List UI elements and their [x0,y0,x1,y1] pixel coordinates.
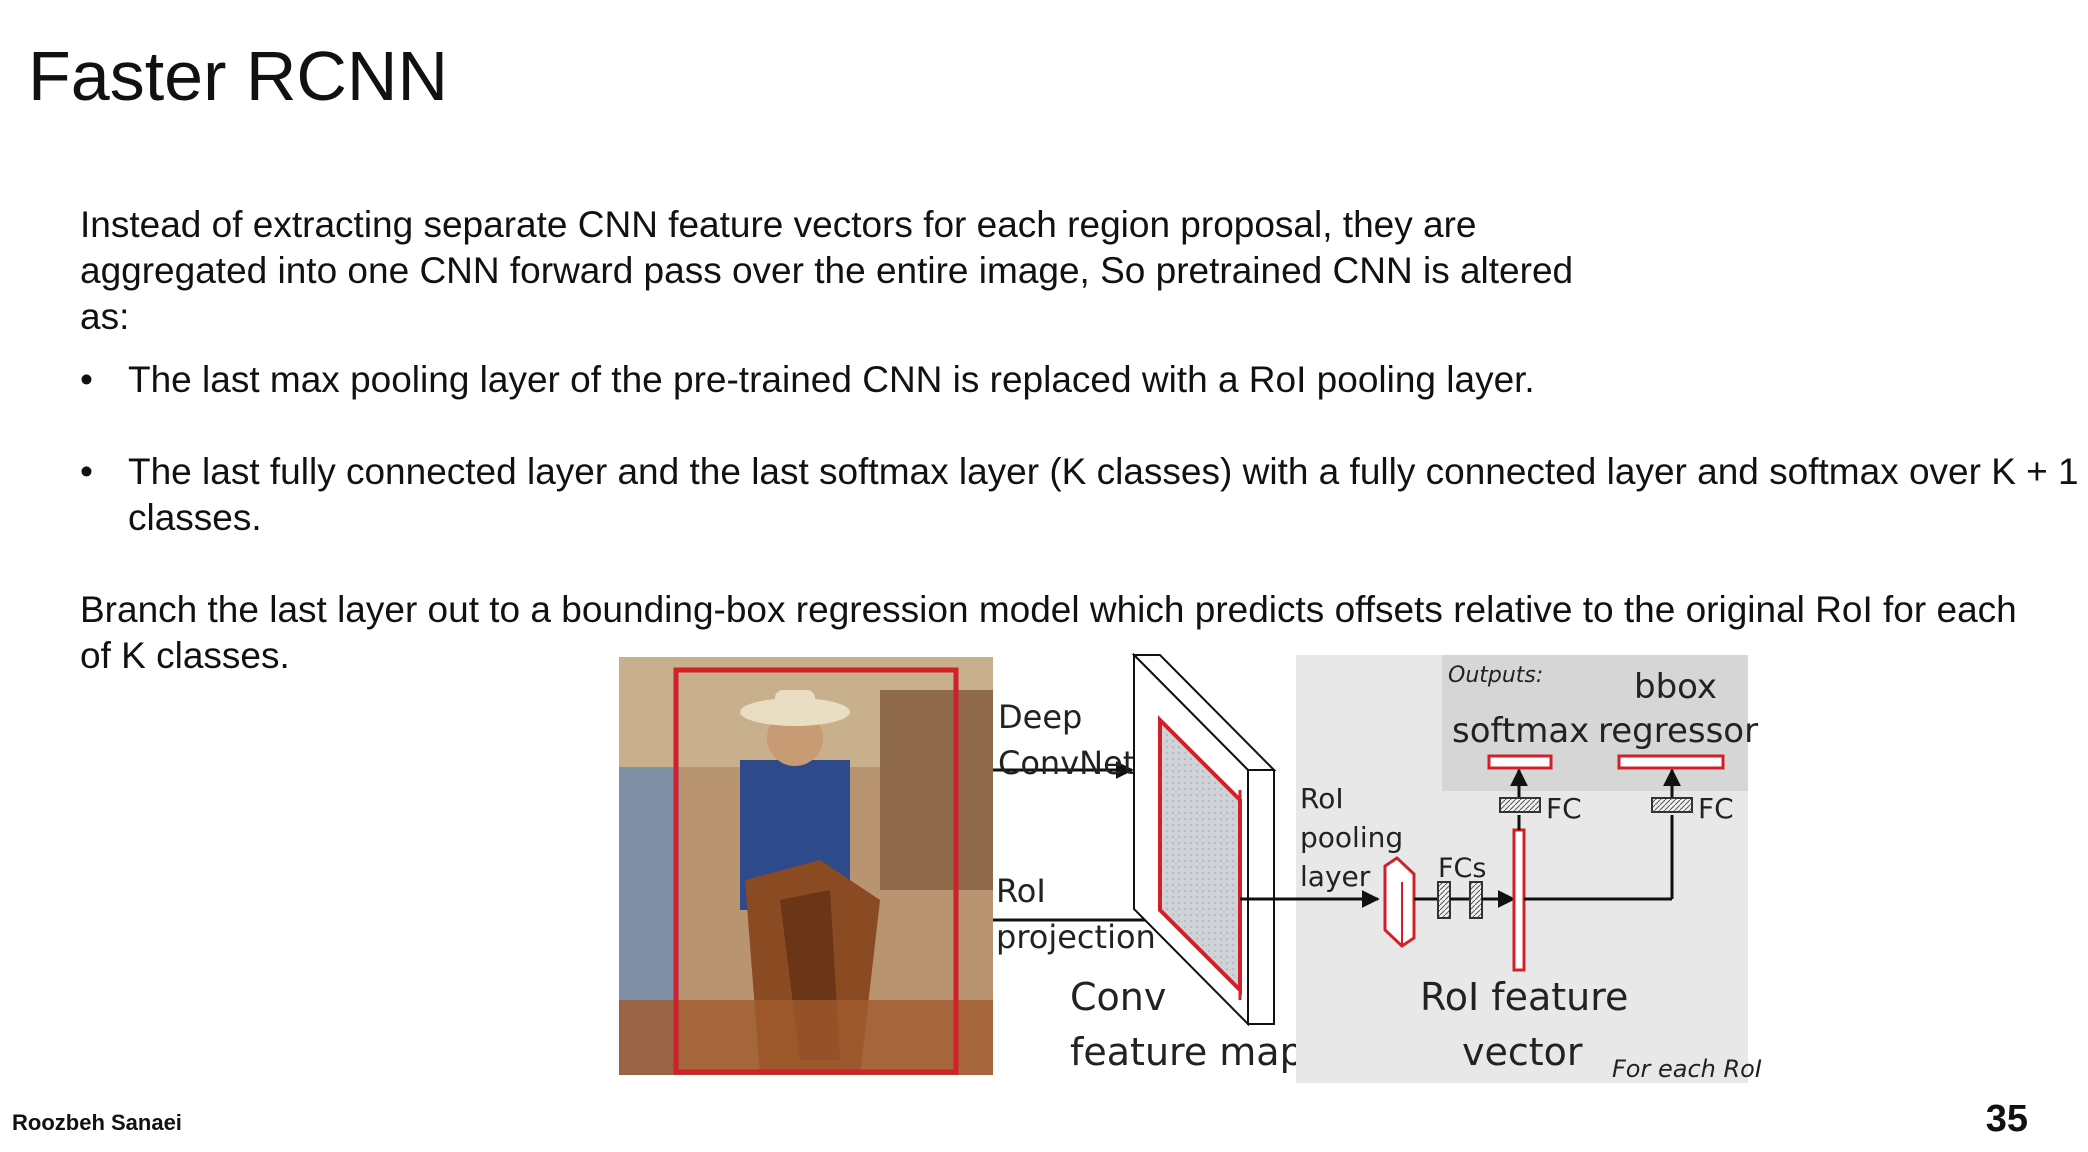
slide-title: Faster RCNN [28,37,449,115]
fc-block [1437,881,1451,919]
conv-label: Conv [1070,975,1166,1019]
softmax-output-bar [1487,754,1553,770]
bullet-dot: • [80,359,93,400]
fc-block [1469,881,1483,919]
bbox-output-bar [1617,754,1725,770]
roi-pool-label-2: pooling [1300,821,1403,854]
roi-label: RoI [996,872,1046,910]
fc-bbox-block [1651,797,1693,813]
fcs-label: FCs [1438,853,1486,884]
fc-left-label: FC [1546,792,1582,825]
bullet-text: The last max pooling layer of the pre-tr… [128,359,1535,400]
branch-paragraph: Branch the last layer out to a bounding-… [80,589,2017,676]
roi-feature-vector [1512,828,1526,972]
for-each-roi-label: For each RoI [1612,1055,1762,1083]
conv-feature-map [1131,652,1277,1027]
intro-paragraph: Instead of extracting separate CNN featu… [80,204,1574,337]
fc-right-label: FC [1698,792,1734,825]
bullet-dot: • [80,451,93,492]
regressor-label: regressor [1598,711,1758,751]
roi-box [673,667,959,1075]
softmax-label: softmax [1452,711,1589,751]
feature-map-label: feature map [1070,1030,1304,1074]
author-name: Roozbeh Sanaei [12,1110,182,1135]
vector-label: vector [1462,1030,1583,1074]
roi-pool-label-3: layer [1300,860,1371,893]
roi-feature-label: RoI feature [1420,975,1628,1019]
bbox-label: bbox [1634,667,1717,707]
outputs-label: Outputs: [1448,663,1543,688]
input-photo [619,657,993,1075]
bullet-text: The last fully connected layer and the l… [128,451,2079,538]
roi-pool-label-1: RoI [1300,782,1344,815]
page-number: 35 [1985,1098,2028,1140]
projection-label: projection [996,918,1156,956]
fc-softmax-block [1499,797,1541,813]
roi-pooled-box [1383,856,1416,948]
deep-label: Deep [998,698,1082,736]
convnet-label: ConvNet [998,744,1135,782]
